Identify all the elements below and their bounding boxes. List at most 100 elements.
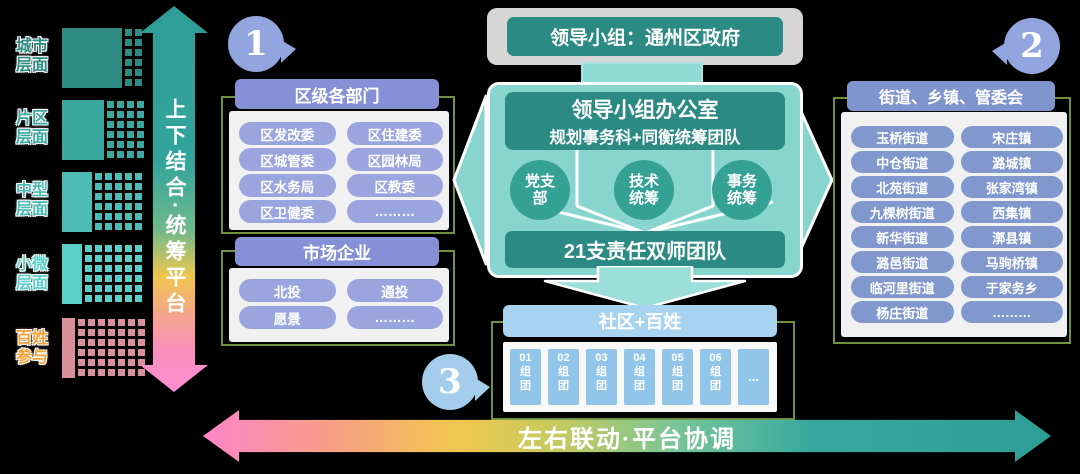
enterprise-pill: ……… (346, 306, 443, 329)
cell-line: 组 (558, 365, 569, 378)
circle-affairs-coordination: 事务 统筹 (712, 160, 772, 220)
level-label-line: 参与 (15, 349, 48, 366)
level-label-line: 百姓 (15, 329, 48, 347)
circle-label-line: 统筹 (628, 190, 659, 207)
department-pill: 区城管委 (239, 148, 336, 171)
department-pill: 区住建委 (346, 122, 443, 145)
department-pill: 区园林局 (346, 148, 443, 171)
vertical-axis-arrow: 上下结合·统筹平台 (140, 6, 208, 392)
grid-squares (107, 101, 144, 160)
departments-header: 区级各部门 (235, 79, 439, 109)
enterprise-pill: 北投 (239, 279, 336, 302)
team-label: 21支责任双师团队 (563, 241, 727, 263)
down-arrow (543, 266, 747, 310)
street-pill: ……… (960, 301, 1063, 323)
cell-line: 04 (633, 352, 646, 364)
group-cell: 05 组 团 (662, 349, 693, 405)
cell-line: 团 (558, 379, 569, 392)
solid-block (62, 172, 92, 232)
level-label-line: 片区 (15, 109, 48, 127)
street-pill: 于家务乡 (960, 276, 1063, 298)
streets-panel (841, 112, 1067, 337)
level-blocks-micro (62, 244, 142, 304)
street-pill: 临河里街道 (851, 276, 954, 298)
street-pill: 玉桥街道 (851, 126, 954, 148)
group-cell: 06 组 团 (700, 349, 731, 405)
circle-label-line: 部 (532, 190, 548, 207)
grid-squares (85, 245, 142, 304)
streets-header: 街道、乡镇、管委会 (847, 81, 1055, 111)
vertical-axis-label: 上下结合·统筹平台 (163, 98, 186, 318)
street-pill: 西集镇 (960, 201, 1063, 223)
grid-squares (78, 319, 145, 378)
level-label-citizen: 百姓 参与 (4, 318, 60, 378)
street-pill: 杨庄街道 (851, 301, 954, 323)
grid-squares (125, 29, 142, 88)
group-cell: 01 组 团 (510, 349, 541, 405)
office-title: 领导小组办公室 (571, 99, 719, 122)
solid-block (62, 244, 82, 304)
level-blocks-medium (62, 172, 142, 232)
level-label-city: 城市 层面 (4, 26, 60, 86)
circle-label-line: 党支 (524, 172, 555, 190)
circle-label-line: 统筹 (726, 190, 757, 207)
circle-label-line: 事务 (726, 172, 757, 190)
cell-line: 团 (672, 379, 683, 392)
level-blocks-citizen (62, 318, 145, 378)
street-pill: 漷县镇 (960, 226, 1063, 248)
street-pill: 马驹桥镇 (960, 251, 1063, 273)
department-pill: ……… (346, 200, 443, 223)
cell-line: 组 (710, 365, 721, 378)
department-pill: 区教委 (346, 174, 443, 197)
cell-line: 组 (672, 365, 683, 378)
office-subtitle: 规划事务科+同衡统筹团队 (549, 129, 741, 147)
cell-line: 02 (557, 352, 570, 364)
street-pill: 中仓街道 (851, 151, 954, 173)
cell-line: 05 (671, 352, 684, 364)
cell-line: 团 (596, 379, 607, 392)
solid-block (62, 100, 104, 160)
street-pill: 新华街道 (851, 226, 954, 248)
circle-tech-coordination: 技术 统筹 (614, 160, 674, 220)
cell-line: 06 (709, 352, 722, 364)
center-left-arrow (452, 94, 488, 266)
level-label-line: 小微 (15, 255, 48, 273)
badge-2: 2 (992, 18, 1060, 74)
streets-title: 街道、乡镇、管委会 (878, 90, 1023, 107)
level-blocks-district (62, 100, 144, 160)
cell-line: 03 (595, 352, 608, 364)
street-pill: 张家湾镇 (960, 176, 1063, 198)
badge-1: 1 (228, 16, 296, 72)
cell-line: 组 (634, 365, 645, 378)
group-cell: 03 组 团 (586, 349, 617, 405)
leader-group-box: 领导小组：通州区政府 (507, 17, 783, 56)
enterprises-header: 市场企业 (235, 237, 439, 266)
level-label-line: 层面 (15, 201, 48, 218)
office-header: 领导小组办公室 规划事务科+同衡统筹团队 (505, 92, 785, 150)
community-cells: 01 组 团 02 组 团 03 组 团 04 组 团 05 组 团 06 组 … (510, 349, 769, 405)
street-pill: 九棵树街道 (851, 201, 954, 223)
grid-squares (95, 173, 142, 232)
badge-number: 3 (438, 362, 462, 402)
badge-number: 2 (1020, 26, 1044, 66)
level-label-line: 层面 (15, 57, 48, 74)
level-label-district: 片区 层面 (4, 98, 60, 158)
horizontal-axis-label: 左右联动·平台协调 (518, 425, 736, 453)
enterprises-pills: 北投 通投 愿景 ……… (239, 279, 443, 329)
group-cell: 02 组 团 (548, 349, 579, 405)
cell-line: 团 (710, 379, 721, 392)
group-cell-more: ... (738, 349, 769, 405)
group-cell: 04 组 团 (624, 349, 655, 405)
enterprise-pill: 通投 (346, 279, 443, 302)
badge-3: 3 (422, 354, 490, 410)
community-header: 社区+百姓 (503, 305, 777, 337)
badge-number: 1 (244, 24, 268, 64)
enterprise-pill: 愿景 (239, 306, 336, 329)
street-pill: 宋庄镇 (960, 126, 1063, 148)
solid-block (62, 28, 122, 88)
cell-line: 团 (634, 379, 645, 392)
department-pill: 区卫健委 (239, 200, 336, 223)
solid-block (62, 318, 75, 378)
streets-pills: 玉桥街道 宋庄镇 中仓街道 潞城镇 北苑街道 张家湾镇 九棵树街道 西集镇 新华… (851, 126, 1063, 323)
